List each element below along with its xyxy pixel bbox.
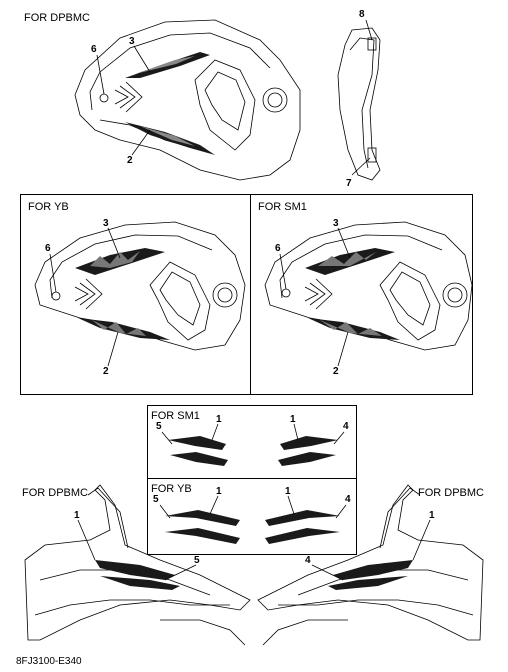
leader-2-sm1 <box>337 331 349 367</box>
callout-small-sm1-4: 4 <box>343 421 349 432</box>
decal-yb-2 <box>78 318 170 340</box>
label-for-sm1: FOR SM1 <box>258 201 307 213</box>
label-for-yb: FOR YB <box>28 201 69 213</box>
callout-small-yb-1b: 1 <box>285 486 291 497</box>
small-decals-yb <box>165 510 340 544</box>
leader-4-br <box>311 564 344 581</box>
callout-small-yb-5: 5 <box>153 494 159 505</box>
callout-small-sm1-1a: 1 <box>216 414 222 425</box>
callout-small-sm1-5: 5 <box>156 421 162 432</box>
callout-top-8: 8 <box>359 9 365 20</box>
leader-3-top <box>133 45 151 73</box>
leader-5-sm1-small <box>161 431 173 445</box>
callout-top-7: 7 <box>346 178 352 189</box>
leader-2-top <box>131 129 151 156</box>
leader-3-yb <box>107 227 121 259</box>
emblem-6-top <box>99 93 109 103</box>
decal-side-right <box>328 560 413 590</box>
leader-1a-yb-small <box>209 495 219 515</box>
leader-1-br <box>412 519 431 561</box>
frame-small-decals <box>147 405 357 555</box>
leader-6-top <box>96 54 105 95</box>
label-for-dpbmc-left: FOR DPBMC <box>22 487 88 499</box>
drawing-code: 8FJ3100-E340 <box>16 656 82 667</box>
leader-6-sm1 <box>279 253 287 290</box>
callout-sm1-6: 6 <box>275 243 281 254</box>
callout-small-yb-1a: 1 <box>216 486 222 497</box>
leader-2-yb <box>107 331 119 367</box>
callout-yb-6: 6 <box>45 243 51 254</box>
leader-1b-yb-small <box>287 495 295 515</box>
leader-5-yb-small <box>159 504 171 519</box>
hood-side-left-dpbmc <box>24 484 251 646</box>
callout-yb-3: 3 <box>103 218 109 229</box>
callout-br-1: 1 <box>429 510 435 521</box>
leader-3-sm1 <box>337 227 351 259</box>
frame-small-divider <box>147 478 357 479</box>
callout-br-4: 4 <box>305 555 311 566</box>
label-for-dpbmc-top: FOR DPBMC <box>24 12 90 24</box>
callout-top-2: 2 <box>127 155 133 166</box>
label-for-sm1-small: FOR SM1 <box>151 410 200 422</box>
frame-yb-sm1 <box>20 194 473 395</box>
leader-7-top <box>351 157 371 176</box>
leader-5-bl <box>164 564 197 581</box>
leader-6-yb <box>49 253 57 293</box>
callout-top-3: 3 <box>129 36 135 47</box>
emblem-6-yb <box>51 291 61 301</box>
label-for-dpbmc-right: FOR DPBMC <box>418 487 484 499</box>
callout-sm1-2: 2 <box>333 366 339 377</box>
decal-side-left <box>95 560 180 590</box>
callout-sm1-3: 3 <box>333 218 339 229</box>
decal-sm1-3 <box>305 248 395 275</box>
hood-top-dpbmc <box>74 19 301 181</box>
leader-4-yb-small <box>335 504 347 519</box>
decal-sm1-2 <box>308 318 400 340</box>
leader-1b-sm1-small <box>293 423 299 441</box>
decal-top-2 <box>125 122 215 155</box>
callout-top-6: 6 <box>91 44 97 55</box>
callout-bl-5: 5 <box>194 555 200 566</box>
callout-bl-1: 1 <box>74 510 80 521</box>
emblem-6-sm1 <box>281 288 291 298</box>
callout-small-yb-4: 4 <box>345 494 351 505</box>
leader-8-top <box>365 19 373 41</box>
hood-side-top-right <box>337 27 381 181</box>
small-decals-sm1 <box>168 436 338 466</box>
leader-1a-sm1-small <box>211 423 219 441</box>
leader-4-sm1-small <box>333 431 345 445</box>
decal-top-3 <box>125 52 210 78</box>
label-for-yb-small: FOR YB <box>151 483 192 495</box>
leader-1-bl <box>77 519 96 561</box>
callout-small-sm1-1b: 1 <box>290 414 296 425</box>
decal-yb-3 <box>75 248 165 275</box>
callout-yb-2: 2 <box>103 366 109 377</box>
frame-divider <box>250 194 251 395</box>
hood-sm1 <box>264 221 473 351</box>
